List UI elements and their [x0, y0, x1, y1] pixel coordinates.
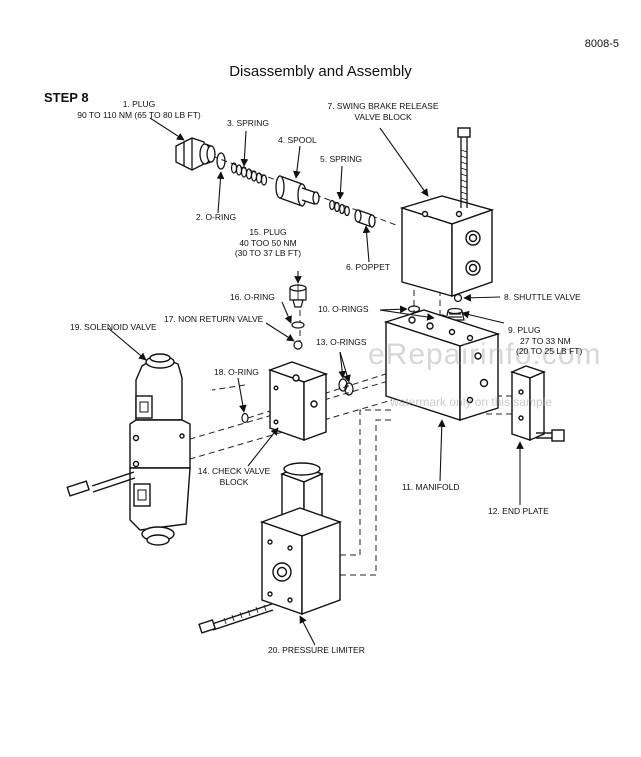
callout-4: 4. SPOOL	[278, 135, 317, 145]
callout-7-name-line2: VALVE BLOCK	[354, 111, 412, 122]
callout-13: 13. O-RINGS	[316, 337, 367, 347]
poppet-6-part	[354, 209, 376, 228]
end-plate-12-part	[510, 365, 565, 442]
o-ring-2-part	[216, 152, 226, 170]
callout-11: 11. MANIFOLD	[402, 482, 460, 492]
callout-9: 9. PLUG 27 TO 33 NM (20 TO 25 LB FT)	[508, 325, 582, 357]
spool-4-part	[275, 175, 320, 207]
o-ring-16-part	[291, 321, 305, 329]
pressure-limiter-20-part	[198, 462, 343, 634]
callout-12: 12. END PLATE	[488, 506, 549, 516]
watermark: eRepairinfo.com	[368, 338, 602, 371]
shuttle-valve-8-part	[453, 293, 463, 303]
callout-15: 15. PLUG 40 TOO 50 NM (30 TO 37 LB FT)	[228, 227, 308, 259]
callout-1-torque: 90 TO 110 NM (65 TO 80 LB FT)	[77, 109, 201, 120]
non-return-valve-17-part	[293, 340, 303, 350]
callout-1-name: 1. PLUG	[122, 99, 156, 109]
callout-14-name: 14. CHECK VALVE	[197, 466, 271, 476]
callout-20: 20. PRESSURE LIMITER	[268, 645, 365, 655]
callout-9-name: 9. PLUG	[508, 325, 541, 335]
plug-9-part	[445, 307, 465, 321]
plug-15-part	[289, 284, 307, 308]
o-ring-18-part	[241, 412, 249, 424]
swing-brake-valve-block-7-part	[399, 127, 495, 297]
callout-7-name: 7. SWING BRAKE RELEASE	[327, 101, 439, 111]
callout-8: 8. SHUTTLE VALVE	[504, 292, 581, 302]
leader-arrows	[107, 117, 524, 646]
solenoid-valve-19-part	[66, 353, 191, 546]
callout-6: 6. POPPET	[346, 262, 390, 272]
spring-3-part	[230, 162, 268, 186]
step-heading: STEP 8	[44, 90, 89, 105]
manifold-11-part	[383, 309, 501, 421]
callout-3: 3. SPRING	[227, 118, 270, 128]
check-valve-block-14-part	[267, 361, 329, 441]
callout-9-torque: 27 TO 33 NM	[520, 335, 571, 346]
callout-9-torque-lbft: (20 TO 25 LB FT)	[516, 346, 583, 357]
callout-19: 19. SOLENOID VALVE	[70, 322, 157, 332]
callout-15-name: 15. PLUG	[249, 227, 287, 237]
watermark-note: watermark only on this sample	[390, 395, 553, 409]
callout-5: 5. SPRING	[320, 154, 363, 164]
callout-17: 17. NON RETURN VALVE	[164, 314, 264, 324]
callout-18: 18. O-RING	[214, 367, 259, 377]
plug-1-part	[175, 137, 216, 171]
callout-15-torque: 40 TOO 50 NM	[239, 237, 297, 248]
page-number: 8008-5	[584, 38, 619, 50]
callout-10: 10. O-RINGS	[318, 304, 369, 314]
callout-1: 1. PLUG 90 TO 110 NM (65 TO 80 LB FT)	[64, 99, 214, 120]
page-title: Disassembly and Assembly	[229, 63, 412, 80]
callout-7: 7. SWING BRAKE RELEASE VALVE BLOCK	[318, 101, 448, 122]
o-rings-13-part	[338, 378, 354, 396]
callout-2: 2. O-RING	[196, 212, 237, 222]
callout-16: 16. O-RING	[230, 292, 275, 302]
spring-5-part	[329, 199, 350, 217]
callout-15-torque-lbft: (30 TO 37 LB FT)	[234, 248, 302, 259]
callout-14-name-line2: BLOCK	[219, 476, 249, 487]
callout-14: 14. CHECK VALVE BLOCK	[196, 466, 272, 487]
